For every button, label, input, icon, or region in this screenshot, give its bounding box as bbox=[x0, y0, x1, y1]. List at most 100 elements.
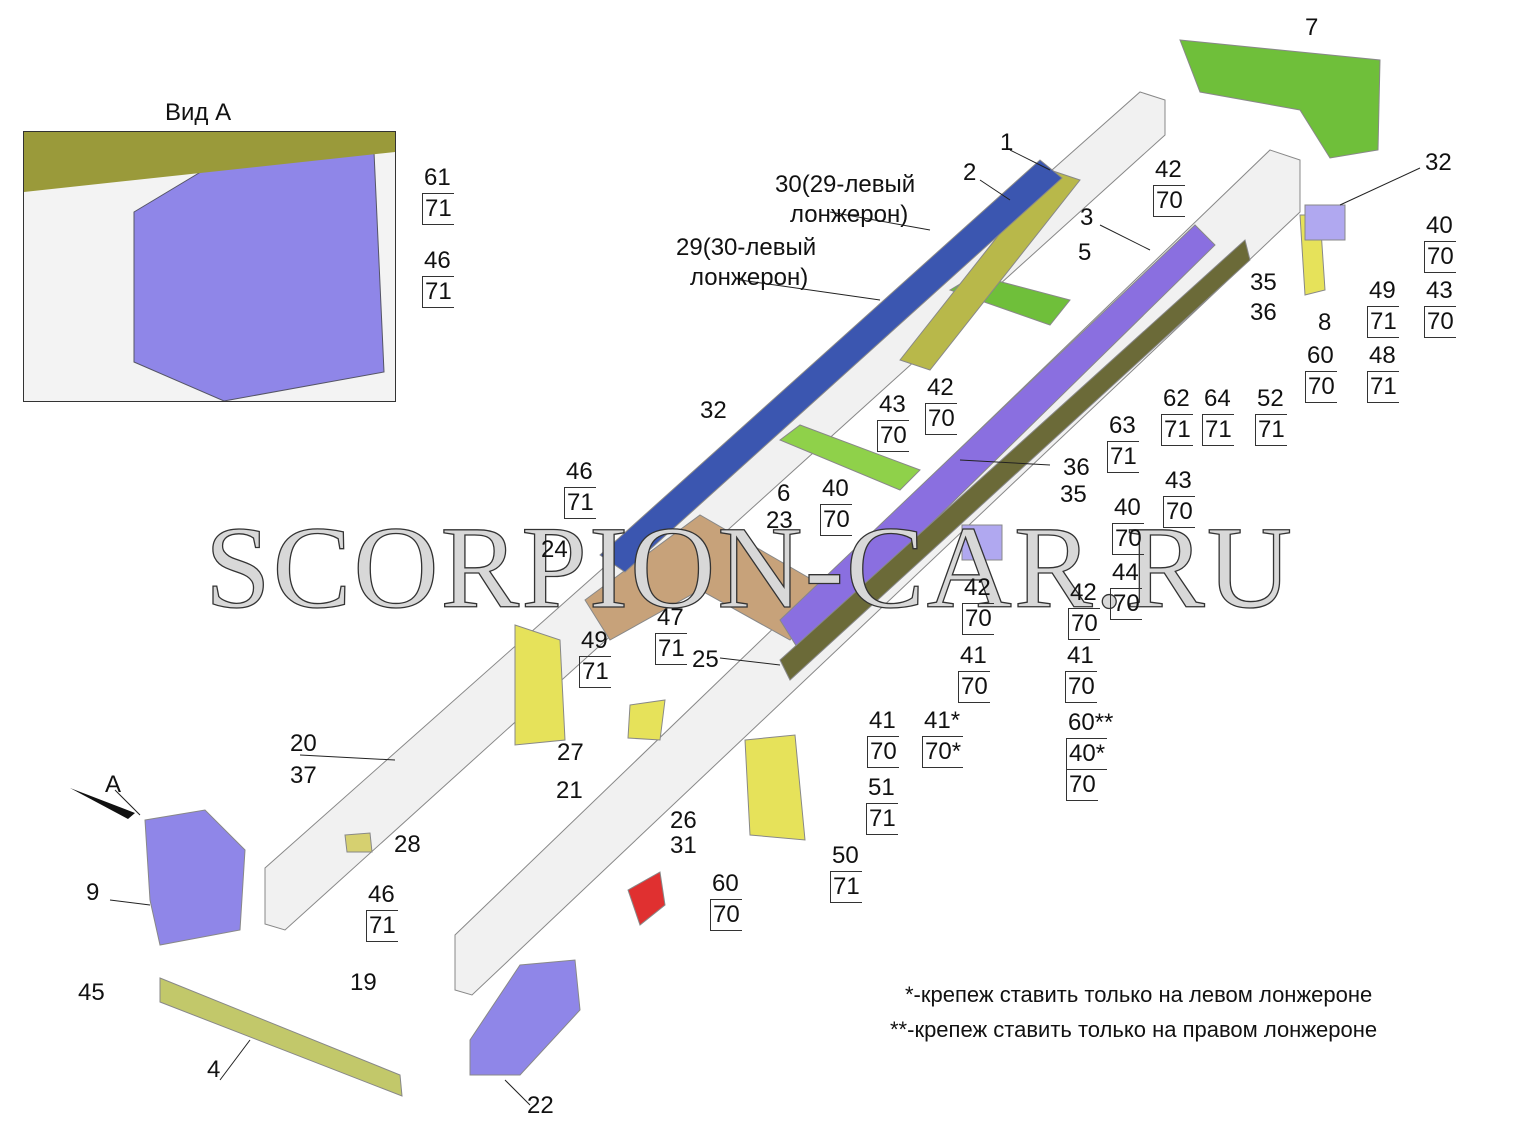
part-label: 31 bbox=[670, 832, 697, 859]
label-30: 30(29-левый bbox=[775, 171, 916, 198]
part-label: A bbox=[105, 771, 122, 798]
callout-fastener: 70 bbox=[1153, 185, 1185, 217]
part-32-bracket bbox=[1304, 204, 1346, 241]
callout-fastener: 71 bbox=[830, 871, 862, 903]
inset-bracket-drawing bbox=[24, 132, 395, 401]
callout-fastener: 70 bbox=[710, 899, 742, 931]
part-31-red bbox=[627, 871, 666, 926]
callout-part: 47 bbox=[657, 604, 684, 631]
part-label: 45 bbox=[78, 979, 105, 1006]
part-label: 24 bbox=[541, 536, 568, 563]
part-label: 35 bbox=[1060, 481, 1087, 508]
callout-part: 60 bbox=[712, 870, 739, 897]
part-label: 25 bbox=[692, 646, 719, 673]
part-label: 1 bbox=[1000, 129, 1014, 156]
callout-part: 48 bbox=[1369, 342, 1396, 369]
plate-olive-36 bbox=[779, 239, 1251, 681]
inset-title: Вид А bbox=[165, 99, 232, 126]
callout-part: 41* bbox=[924, 707, 961, 734]
cross-tan-23 bbox=[584, 514, 831, 641]
part-9-purple bbox=[144, 809, 246, 946]
callout-part: 40 bbox=[1426, 212, 1453, 239]
callout-fastener: 70 bbox=[820, 504, 852, 536]
part-label: 22 bbox=[527, 1092, 554, 1119]
callout-fastener: 71 bbox=[579, 656, 611, 688]
part-label: 8 bbox=[1318, 309, 1332, 336]
part-7-green bbox=[1179, 39, 1381, 159]
callout-part: 60 bbox=[1307, 342, 1334, 369]
arrow-a-icon bbox=[70, 788, 135, 819]
part-label: 35 bbox=[1250, 269, 1277, 296]
panel-purple-3 bbox=[779, 224, 1216, 653]
callout-60-40-70: 60**40*70 bbox=[1066, 708, 1115, 801]
callout-fastener: 71 bbox=[366, 910, 398, 942]
callout-part: 42 bbox=[1155, 156, 1182, 183]
callout-part: 64 bbox=[1204, 385, 1231, 412]
part-label: 28 bbox=[394, 831, 421, 858]
callout-fastener: 70* bbox=[922, 736, 964, 768]
note-left-rail: *-крепеж ставить только на левом лонжеро… bbox=[905, 982, 1373, 1007]
callout-part: 49 bbox=[1369, 277, 1396, 304]
callout-fastener: 70 bbox=[877, 420, 909, 452]
callout-part: 51 bbox=[868, 774, 895, 801]
part-label: 32 bbox=[700, 397, 727, 424]
inset-view-a bbox=[23, 131, 396, 402]
part-label: 26 bbox=[670, 807, 697, 834]
callout-part: 43 bbox=[1165, 467, 1192, 494]
callout-part: 41 bbox=[869, 707, 896, 734]
part-label: 21 bbox=[556, 777, 583, 804]
part-label: 23 bbox=[766, 507, 793, 534]
callout-part: 43 bbox=[1426, 277, 1453, 304]
part-label: 19 bbox=[350, 969, 377, 996]
part-label: 20 bbox=[290, 730, 317, 757]
part-bracket-yellow bbox=[514, 624, 566, 746]
part-label: 3 bbox=[1080, 204, 1094, 231]
part-label: 9 bbox=[86, 879, 100, 906]
callout-fastener: 70 bbox=[1424, 241, 1456, 273]
callout-fastener: 70 bbox=[958, 671, 990, 703]
callout-fastener: 70 bbox=[1305, 371, 1337, 403]
callout-fastener: 70 bbox=[1068, 608, 1100, 640]
callout-fastener: 71 bbox=[564, 487, 596, 519]
part-label: 2 bbox=[963, 159, 977, 186]
part-27-yellow bbox=[627, 699, 666, 741]
part-28 bbox=[344, 832, 373, 853]
rail-20 bbox=[264, 91, 1166, 931]
callout: 41*70* bbox=[922, 706, 964, 768]
callout-part: 42 bbox=[964, 574, 991, 601]
callout-fastener: 71 bbox=[1202, 414, 1234, 446]
part-label: 5 bbox=[1078, 239, 1092, 266]
part-label: 36 bbox=[1063, 454, 1090, 481]
part-label: 37 bbox=[290, 762, 317, 789]
part-label: 36 bbox=[1250, 299, 1277, 326]
callout-part: 46 bbox=[368, 881, 395, 908]
watermark: SCORPION-CAR.RU bbox=[204, 501, 1294, 633]
leader-lines bbox=[109, 149, 1421, 1106]
callout-fastener: 70 bbox=[1065, 671, 1097, 703]
callout-fastener: 71 bbox=[1107, 441, 1139, 473]
callout-fastener: 70 bbox=[925, 403, 957, 435]
callout-part: 50 bbox=[832, 842, 859, 869]
callout-fastener: 71 bbox=[655, 633, 687, 665]
callout-part: 40 bbox=[1114, 494, 1141, 521]
part-4-crossbar bbox=[159, 977, 403, 1097]
